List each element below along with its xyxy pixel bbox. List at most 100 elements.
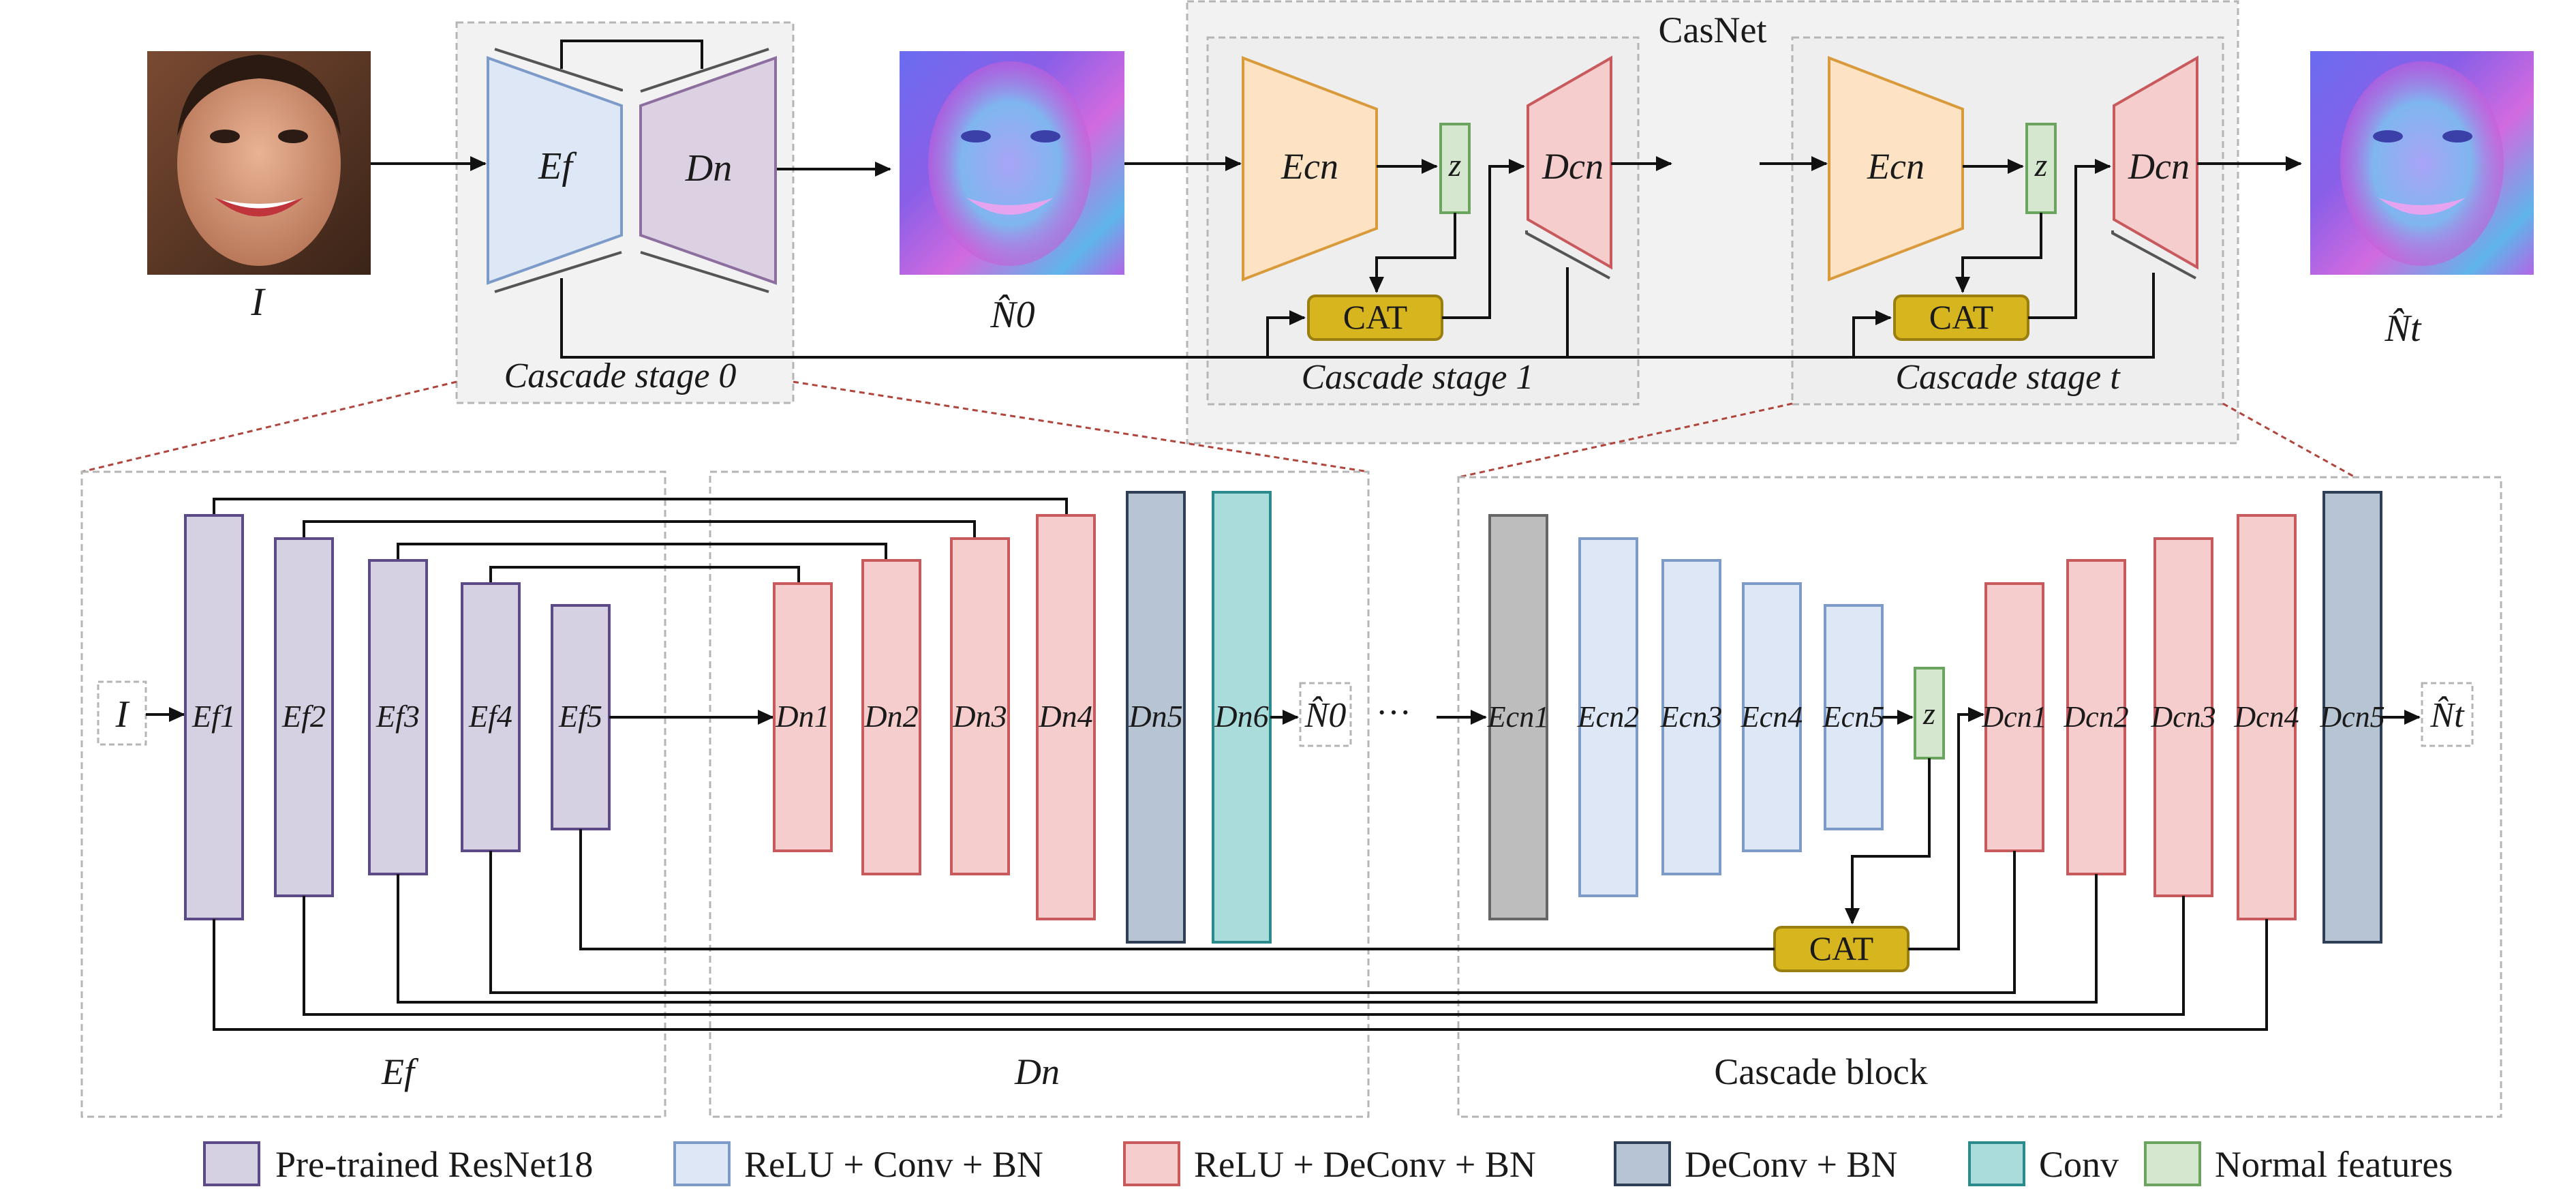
stage1-decoder-block [1527, 55, 1612, 270]
stage1-caption: Cascade stage 1 [1302, 358, 1534, 397]
ecn-layer-1-label: Ecn1 [1487, 700, 1549, 734]
dn-layer-5 [1126, 491, 1186, 944]
stage-t-decoder-label: Dcn [2128, 146, 2190, 187]
stage0-encoder-text: Ef [538, 145, 577, 187]
legend-swatch-conv [1968, 1141, 2025, 1186]
legend-label-resnet: Pre-trained ResNet18 [275, 1144, 593, 1185]
ecn-layer-3-label: Ecn3 [1660, 700, 1722, 734]
bottom-z-label: z [1922, 696, 1935, 731]
ef-layer-4-label: Ef4 [468, 699, 512, 734]
ecn-layer-2 [1578, 537, 1638, 897]
cascade-block-box [1457, 476, 2502, 1118]
dn-layer-2 [861, 559, 921, 875]
bottom-nt-label: N̂t [2429, 696, 2465, 735]
stage-t-z-label: z [2034, 147, 2048, 183]
ef-layer-2 [274, 537, 334, 897]
dn-layer-2-label: Dn2 [863, 699, 918, 734]
bottom-cat-label: CAT [1809, 929, 1873, 967]
dcn-layer-5-label: Dcn5 [2319, 700, 2385, 734]
legend-swatch-normal-features [2144, 1141, 2201, 1186]
legend-label-relu-conv: ReLU + Conv + BN [744, 1144, 1043, 1185]
dn-layer-4 [1036, 514, 1096, 920]
nt-normal-map-image [2310, 51, 2534, 275]
stage1-encoder-label: Ecn [1281, 146, 1338, 187]
legend-swatch-relu-deconv [1123, 1141, 1180, 1186]
dcn-layer-2-label: Dcn2 [2063, 700, 2128, 734]
dcn-layers [1984, 491, 2382, 944]
stage-t-caption: Cascade stage t [1895, 358, 2121, 397]
stage0-caption: Cascade stage 0 [504, 357, 737, 395]
n0-label: N̂0 [990, 294, 1034, 336]
legend-swatch-relu-conv [673, 1141, 731, 1186]
ecn-layer-4-label: Ecn4 [1741, 700, 1803, 734]
bottom-input-box [97, 680, 147, 746]
dn-group-caption: Dn [1014, 1051, 1060, 1092]
legend: Pre-trained ResNet18 ReLU + Conv + BN Re… [203, 1141, 2453, 1186]
stage-t-cat-label: CAT [1929, 298, 1993, 336]
dcn-layer-1 [1984, 582, 2044, 852]
stage-t-decoder-block [2113, 55, 2198, 270]
legend-label-deconv: DeConv + BN [1685, 1144, 1897, 1185]
stage1-z-block [1439, 123, 1471, 214]
dcn-layer-3-label: Dcn3 [2150, 700, 2215, 734]
stage1-cat-label: CAT [1343, 298, 1407, 336]
bottom-n0-label: N̂0 [1304, 696, 1347, 735]
ef-layer-5-label: Ef5 [558, 699, 602, 734]
stage1-decoder-label: Dcn [1542, 146, 1604, 187]
dcn-layer-4-label: Dcn4 [2233, 700, 2299, 734]
ef-group-box [80, 470, 666, 1118]
ef-layer-2-label: Ef2 [281, 699, 326, 734]
legend-swatch-resnet [203, 1141, 260, 1186]
bottom-n0-box [1299, 682, 1352, 747]
ef-layers [184, 514, 611, 920]
stage0-decoder-text: Dn [685, 147, 732, 190]
legend-swatch-deconv [1614, 1141, 1671, 1186]
dn-layer-5-label: Dn5 [1128, 699, 1182, 734]
dcn-layer-3 [2153, 537, 2213, 897]
ef-layer-3-label: Ef3 [375, 699, 420, 734]
legend-label-relu-deconv: ReLU + DeConv + BN [1194, 1144, 1536, 1185]
dn-layers [773, 491, 1272, 944]
dn-layer-6 [1212, 491, 1272, 944]
ef-layer-4 [461, 582, 521, 852]
dn-layer-1-label: Dn1 [775, 699, 829, 734]
stage1-encoder-block [1242, 56, 1378, 282]
stage0-encoder-block [487, 56, 623, 285]
bottom-input-label: I [115, 693, 130, 736]
input-face-image [147, 51, 371, 275]
dcn-layer-5 [2322, 491, 2382, 944]
n0-normal-map-image [900, 51, 1124, 275]
stage0-decoder-block [639, 56, 777, 285]
dn-layer-3-label: Dn3 [952, 699, 1007, 734]
stage0-encoder-label: Ef [538, 145, 577, 187]
cascade-block-caption: Cascade block [1714, 1051, 1927, 1092]
ecn-layer-2-label: Ecn2 [1577, 700, 1639, 734]
ecn-layer-5-label: Ecn5 [1822, 700, 1884, 734]
ecn-layer-3 [1661, 559, 1721, 875]
casnet-title: CasNet [1659, 10, 1767, 50]
dn-group-box [709, 470, 1370, 1118]
bottom-ellipsis: ··· [1376, 693, 1411, 732]
stage1-z-label: z [1448, 147, 1462, 183]
ef-dcn-skip-connections-bottom [213, 829, 2268, 1031]
ef-layer-3 [368, 559, 428, 875]
legend-label-conv: Conv [2039, 1144, 2119, 1185]
stage-t-encoder-label: Ecn [1867, 146, 1925, 187]
stage-t-encoder-block [1828, 56, 1964, 282]
bottom-nt-box [2421, 682, 2474, 747]
ef-layer-1 [184, 514, 244, 920]
ecn-layers [1488, 514, 1884, 920]
dcn-layer-1-label: Dcn1 [1981, 700, 2046, 734]
bottom-z-block [1914, 667, 1945, 759]
dn-layer-4-label: Dn4 [1038, 699, 1092, 734]
ef-layer-1-label: Ef1 [191, 699, 236, 734]
ef-dn-skip-connections-top [213, 498, 1068, 584]
legend-label-normal-features: Normal features [2215, 1144, 2453, 1185]
dn-layer-1 [773, 582, 833, 852]
ecn-layer-4 [1742, 582, 1802, 852]
dn-layer-3 [950, 537, 1010, 875]
input-label: I [250, 280, 266, 324]
nt-label: N̂t [2385, 307, 2422, 350]
ef-group-caption: Ef [381, 1051, 419, 1092]
